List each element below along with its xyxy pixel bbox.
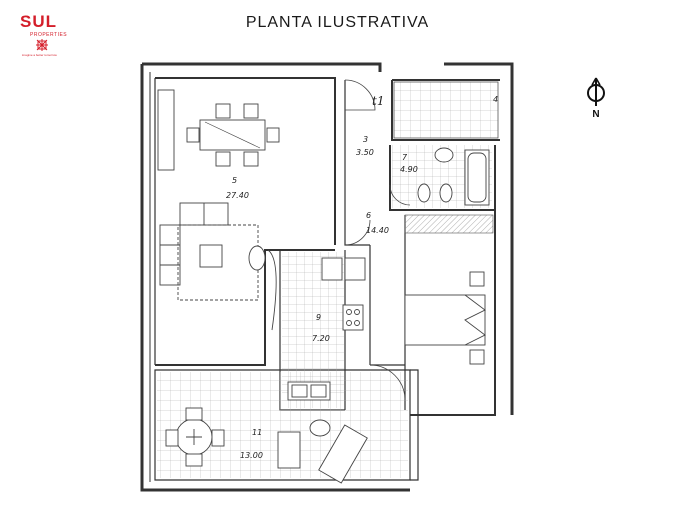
room-number-6: 6 [366,211,371,220]
room-number-9: 9 [316,313,321,322]
room-number-3: 3 [363,135,368,144]
room-area-9: 7.20 [312,334,330,343]
room-number-7: 7 [402,153,408,162]
room-number-11: 11 [252,428,262,437]
logo-emblem-icon [36,39,48,51]
room-area-3: 3.50 [356,148,374,157]
logo-wordmark: SUL [20,12,57,31]
room-number-4: 4 [493,95,498,104]
logo-subtitle: PROPERTIES [30,32,68,38]
sul-properties-logo: SUL PROPERTIES imagine a better tomorrow [20,12,68,64]
room-area-7: 4.90 [400,165,418,174]
room-number-5: 5 [232,176,237,185]
page-title: PLANTA ILUSTRATIVA [245,14,430,31]
compass-letter: N [592,109,599,120]
room-area-11: 13.00 [240,451,263,460]
room-label-t1: t1 [372,94,384,108]
room-area-6: 14.40 [366,226,389,235]
logo-tagline: imagine a better tomorrow [22,53,57,57]
room-area-5: 27.40 [226,191,249,200]
north-arrow-icon: N [587,77,605,120]
